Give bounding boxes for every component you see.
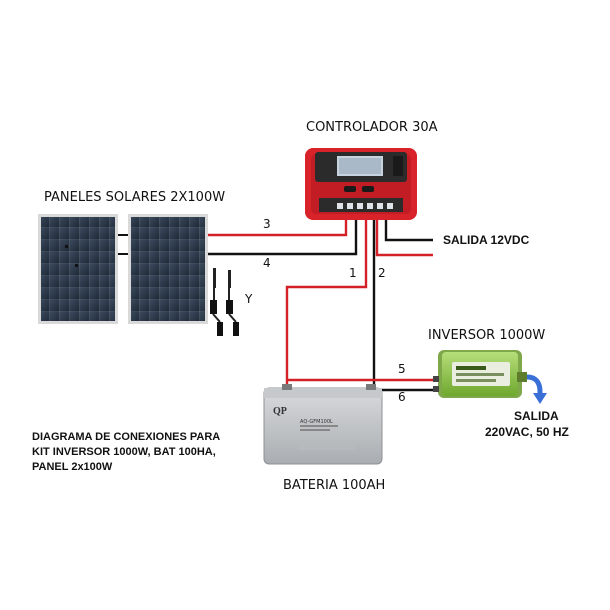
solar-panel-right <box>128 214 208 324</box>
dc-output-positive-wire <box>375 213 433 257</box>
ac-output-arrow-icon <box>526 374 547 404</box>
wire-number-3: 3 <box>263 217 271 231</box>
wires <box>118 213 436 392</box>
battery-label: BATERIA 100AH <box>283 478 386 493</box>
wire-number-4: 4 <box>263 256 271 270</box>
y-connector-label: Y <box>245 292 253 306</box>
solar-panel-left <box>38 214 118 324</box>
wire-4-negative <box>205 213 358 256</box>
wire-number-5: 5 <box>398 362 406 376</box>
charge-controller <box>305 148 417 220</box>
dc-output-negative-wire <box>384 213 433 242</box>
caption-line-3: PANEL 2x100W <box>32 461 113 473</box>
wire-3-positive <box>205 213 348 237</box>
panels-label: PANELES SOLARES 2X100W <box>44 190 226 205</box>
controller-label: CONTROLADOR 30A <box>306 120 438 135</box>
wire-number-2: 2 <box>378 266 386 280</box>
inverter-label: INVERSOR 1000W <box>428 328 546 343</box>
caption-line-2: KIT INVERSOR 1000W, BAT 100HA, <box>32 446 216 458</box>
ac-output-title: SALIDA <box>514 409 559 423</box>
battery-logo: QP <box>273 406 287 417</box>
wire-number-1: 1 <box>349 266 357 280</box>
caption-line-1: DIAGRAMA DE CONEXIONES PARA <box>32 431 221 443</box>
y-connector-icon <box>210 268 239 336</box>
ac-output-spec: 220VAC, 50 HZ <box>485 425 569 439</box>
wire-number-6: 6 <box>398 390 406 404</box>
dc-output-label: SALIDA 12VDC <box>443 233 530 247</box>
battery: QP AQ-GFM100L <box>263 384 383 465</box>
battery-model: AQ-GFM100L <box>300 419 333 425</box>
inverter <box>433 350 527 398</box>
wire-1-positive <box>285 213 368 386</box>
diagram-caption: DIAGRAMA DE CONEXIONES PARA KIT INVERSOR… <box>32 430 220 475</box>
